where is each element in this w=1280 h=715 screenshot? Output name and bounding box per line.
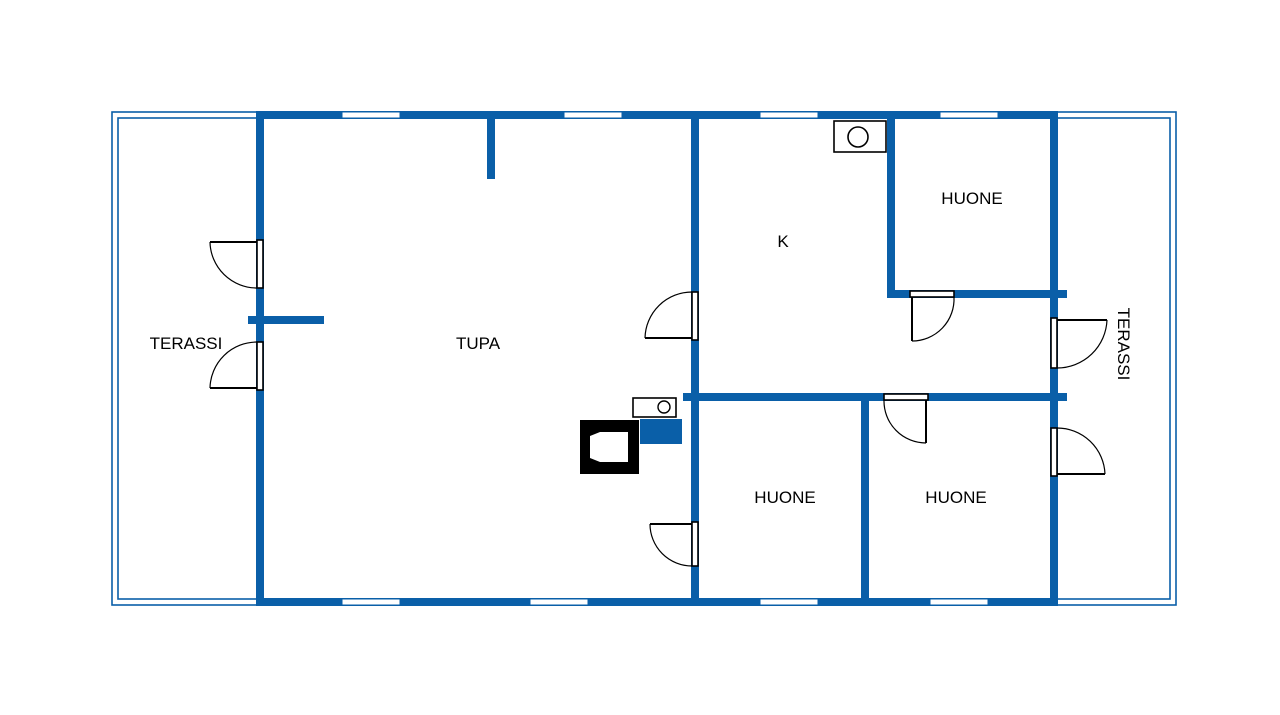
window-icon (929, 598, 989, 606)
windows (341, 111, 999, 606)
door-swing-icon (909, 290, 955, 342)
label-huone-bottom-right: HUONE (925, 488, 986, 507)
window-icon (341, 111, 401, 119)
window-icon (341, 598, 401, 606)
label-terassi-left: TERASSI (150, 334, 223, 353)
terrace-outlines (111, 111, 1177, 606)
walls (248, 111, 1067, 606)
window-icon (759, 111, 819, 119)
door-swing-icon (883, 393, 929, 444)
label-huone-bottom-left: HUONE (754, 488, 815, 507)
doors (209, 239, 1108, 567)
door-swing-icon (644, 291, 699, 341)
door-swing-icon (209, 239, 264, 289)
sink-icon (833, 120, 887, 153)
fixtures (580, 120, 887, 474)
fireplace-icon (580, 420, 639, 474)
window-icon (563, 111, 623, 119)
door-swing-icon (1050, 427, 1106, 477)
door-swing-icon (209, 341, 264, 391)
window-icon (939, 111, 999, 119)
label-keittio: K (777, 232, 789, 251)
door-swing-icon (649, 521, 699, 567)
stove-base (640, 419, 682, 444)
label-huone-top: HUONE (941, 189, 1002, 208)
window-icon (759, 598, 819, 606)
door-swing-icon (1050, 317, 1108, 369)
label-tupa: TUPA (456, 334, 501, 353)
room-labels: TERASSI TUPA K HUONE HUONE HUONE TERASSI (150, 189, 1133, 507)
label-terassi-right: TERASSI (1114, 308, 1133, 381)
stove-icon (632, 397, 677, 418)
window-icon (529, 598, 589, 606)
